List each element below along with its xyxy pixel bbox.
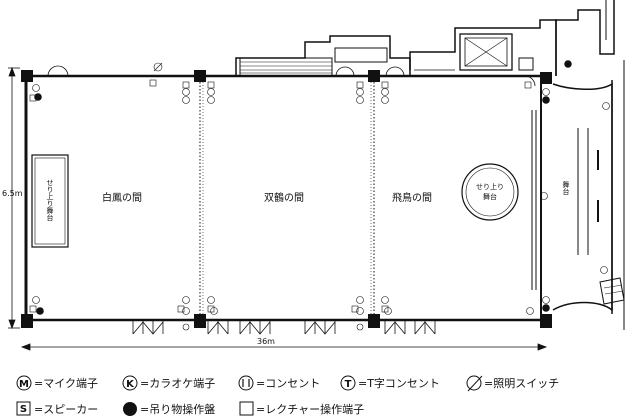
round-stage-label-line1: せり上り	[476, 182, 504, 191]
legend: M =マイク端子 K =カラオケ端子 =コンセント T =T字コンセント =照明…	[16, 375, 559, 416]
pillars	[21, 70, 552, 328]
left-lift-stage	[31, 154, 69, 248]
legend-item-lecture-terminal: =レクチャー操作端子	[239, 401, 364, 416]
legend-t-outlet-text: =T字コンセント	[358, 376, 440, 390]
legend-t-outlet-symbol: T	[345, 379, 352, 390]
legend-item-speaker: S =スピーカー	[16, 401, 98, 416]
legend-item-outlet: =コンセント	[238, 375, 320, 391]
legend-mic-text: =マイク端子	[34, 377, 98, 390]
round-stage-label-line2: 舞台	[483, 192, 497, 201]
legend-outlet-text: =コンセント	[256, 377, 320, 390]
device-symbols	[29, 62, 610, 331]
legend-speaker-symbol: S	[20, 404, 27, 415]
legend-karaoke-symbol: K	[126, 379, 135, 390]
legend-speaker-text: =スピーカー	[34, 403, 98, 416]
left-lift-stage-label: せり上り舞台	[46, 179, 54, 222]
legend-mic-symbol: M	[19, 379, 29, 390]
dimension-height: 6.5m	[2, 189, 23, 198]
legend-item-rigging-panel: =吊り物操作盤	[123, 402, 215, 416]
legend-karaoke-text: =カラオケ端子	[140, 377, 215, 390]
top-structures	[235, 19, 572, 77]
legend-item-light-switch: =照明スイッチ	[466, 375, 559, 392]
doors-bottom	[132, 320, 436, 335]
right-stage	[531, 0, 625, 330]
dimension-lines	[8, 66, 548, 351]
doors-top	[47, 65, 536, 87]
legend-light-switch-text: =照明スイッチ	[484, 377, 559, 390]
dimension-width: 36m	[257, 337, 275, 346]
room-label-sokaku: 双鶴の間	[264, 191, 304, 204]
legend-rigging-text: =吊り物操作盤	[140, 402, 215, 416]
round-lift-stage	[461, 163, 519, 221]
legend-lecture-text: =レクチャー操作端子	[256, 402, 364, 416]
main-stage-label: 舞台	[562, 180, 570, 196]
room-label-hicho: 飛鳥の間	[392, 191, 432, 204]
legend-item-t-outlet: T =T字コンセント	[340, 375, 440, 391]
legend-item-mic: M =マイク端子	[16, 375, 98, 391]
legend-item-karaoke: K =カラオケ端子	[122, 375, 215, 391]
room-label-hakuho: 白鳳の間	[102, 191, 142, 204]
